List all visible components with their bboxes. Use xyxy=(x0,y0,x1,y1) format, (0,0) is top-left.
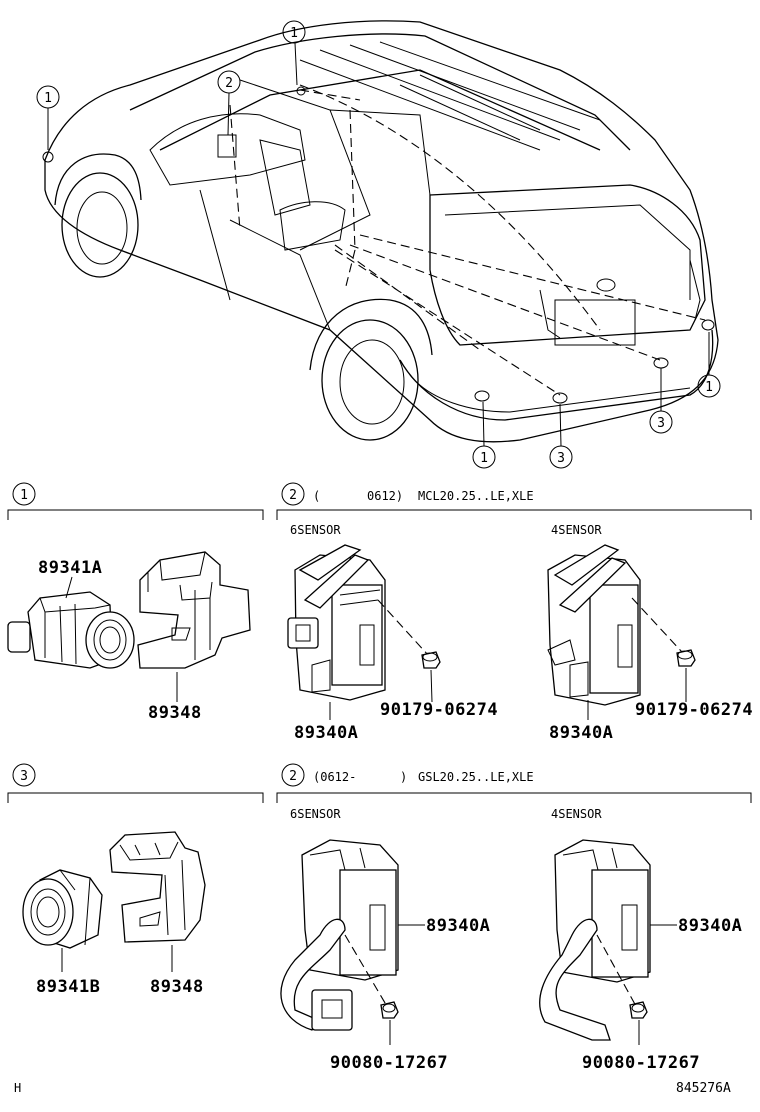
bolt-left-gsl xyxy=(380,1001,399,1045)
module-6sensor-gsl xyxy=(280,839,425,1031)
bolt-right-gsl-label: 90080-17267 xyxy=(582,1053,700,1073)
bolt-right-mcl-label: 90179-06274 xyxy=(635,700,753,720)
module-6sensor-gsl-label: 89340A xyxy=(426,916,490,936)
svg-text:1: 1 xyxy=(480,451,488,466)
diagram-code: 845276A xyxy=(676,1081,731,1096)
section-2b-left-title: 6SENSOR xyxy=(290,807,341,821)
section-2a-right-title: 4SENSOR xyxy=(551,523,602,537)
section-2a-label: 2 xyxy=(289,488,297,503)
part-89341b-label: 89341B xyxy=(36,977,100,997)
section-2a-date: 0612) xyxy=(367,489,403,503)
callout-bottom-3: 3 xyxy=(549,403,573,469)
callout-right-3: 3 xyxy=(649,368,673,434)
section-3: 3 89341B 89348 xyxy=(7,763,264,997)
section-2b: 2 (0612- ) GSL20.25..LE,XLE 6SENSOR 4SEN… xyxy=(276,763,752,1073)
svg-text:1: 1 xyxy=(44,91,52,106)
module-6sensor-mcl-label: 89340A xyxy=(294,723,358,743)
section-1: 1 89341A 89348 xyxy=(7,482,264,723)
part-89348-label-1: 89348 xyxy=(148,703,202,723)
part-89348-label-3: 89348 xyxy=(150,977,204,997)
module-4sensor-gsl xyxy=(539,839,677,1041)
svg-text:3: 3 xyxy=(557,451,565,466)
part-89341a-label: 89341A xyxy=(38,558,102,578)
bracket-89348-b xyxy=(109,831,206,972)
sensor-89341b xyxy=(22,869,103,972)
callout-2-top: 2 xyxy=(217,70,241,136)
callout-right-1: 1 xyxy=(697,332,721,398)
bolt-left-gsl-label: 90080-17267 xyxy=(330,1053,448,1073)
section-2b-label: 2 xyxy=(289,769,297,784)
callout-bottom-1: 1 xyxy=(472,401,496,469)
callout-top-1: 1 xyxy=(282,20,306,86)
vehicle-illustration xyxy=(42,20,719,443)
bolt-right-gsl xyxy=(629,1001,648,1045)
section-2a-date-open: ( xyxy=(313,489,320,503)
svg-text:1: 1 xyxy=(705,380,713,395)
svg-text:1: 1 xyxy=(290,26,298,41)
module-4sensor-gsl-label: 89340A xyxy=(678,916,742,936)
footer-left-code: H xyxy=(14,1081,21,1095)
section-3-label: 3 xyxy=(20,769,28,784)
section-2b-right-title: 4SENSOR xyxy=(551,807,602,821)
module-6sensor-mcl xyxy=(287,544,429,720)
callout-left-1: 1 xyxy=(36,85,60,150)
bolt-right-mcl xyxy=(676,649,696,702)
bolt-left-mcl-label: 90179-06274 xyxy=(380,700,498,720)
section-2a: 2 ( 0612) MCL20.25..LE,XLE 6SENSOR 4SENS… xyxy=(276,482,753,743)
section-2b-models: GSL20.25..LE,XLE xyxy=(418,770,534,784)
section-2b-date-close: ) xyxy=(400,770,407,784)
module-4sensor-mcl-label: 89340A xyxy=(549,723,613,743)
svg-text:3: 3 xyxy=(657,416,665,431)
sensor-89341a xyxy=(7,576,135,669)
bolt-left-mcl xyxy=(421,651,441,703)
section-2a-models: MCL20.25..LE,XLE xyxy=(418,489,534,503)
section-1-label: 1 xyxy=(20,488,28,503)
section-2b-date: (0612- xyxy=(313,770,356,784)
section-2a-left-title: 6SENSOR xyxy=(290,523,341,537)
module-4sensor-mcl xyxy=(547,544,683,720)
svg-text:2: 2 xyxy=(225,76,233,91)
bracket-89348 xyxy=(137,551,251,702)
